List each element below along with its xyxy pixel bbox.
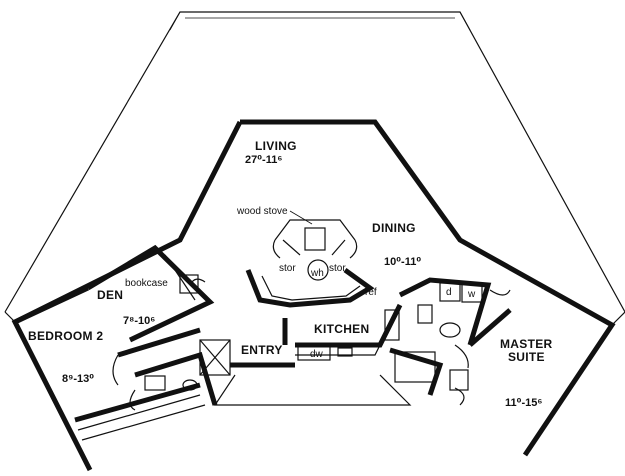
bath-left [134, 339, 231, 406]
dining-label: DINING [372, 221, 416, 235]
master-label-line2: SUITE [508, 350, 545, 364]
dishwasher-label: dw [310, 349, 324, 360]
kitchen-label: KITCHEN [314, 322, 369, 336]
stor-right-label: stor [329, 263, 346, 274]
washer-label: w [467, 289, 476, 300]
entry-area [213, 318, 412, 406]
master-label-line1: MASTER [500, 337, 552, 351]
living-label: LIVING [255, 139, 297, 153]
bedroom-walls [13, 285, 206, 441]
doors [112, 278, 469, 411]
bedroom2-size: 8⁹-13⁰ [62, 373, 94, 385]
master-size: 11⁰-15⁶ [505, 397, 542, 409]
den-walls [86, 244, 215, 343]
kitchen-counters [245, 219, 403, 361]
ref-label: ref [365, 287, 377, 298]
outer-deck-outline [4, 11, 625, 313]
den-size: 7⁸-10⁶ [123, 315, 155, 327]
dining-size: 10⁰-11⁰ [384, 256, 421, 268]
stor-left-label: stor [279, 263, 296, 274]
bookcase-label: bookcase [125, 278, 168, 289]
entry-label: ENTRY [241, 343, 283, 357]
water-heater-label: wh [310, 268, 324, 279]
master-bath [389, 277, 512, 396]
wood-stove-label: wood stove [236, 206, 288, 217]
bedroom2-label: BEDROOM 2 [28, 329, 103, 343]
den-label: DEN [97, 288, 123, 302]
dryer-label: d [446, 287, 452, 298]
living-size: 27⁰-11⁶ [245, 154, 282, 166]
